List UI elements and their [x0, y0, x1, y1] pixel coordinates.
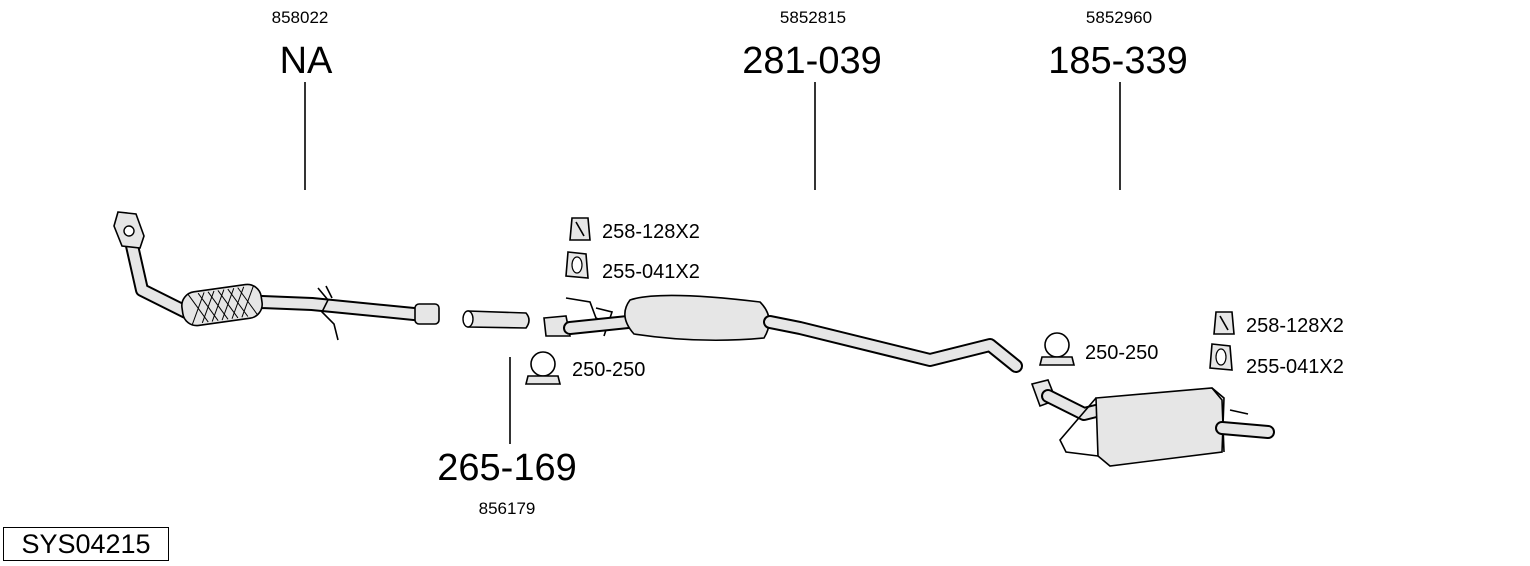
rubber-hanger-icon [1213, 311, 1235, 335]
accessory-label: 258-128X2 [602, 221, 700, 243]
accessory-label: 250-250 [572, 359, 646, 381]
accessory-label: 255-041X2 [602, 261, 700, 283]
connecting-pipe-part [462, 310, 530, 329]
middle-muffler-part [543, 294, 1023, 373]
part-ref-label: 5852960 [1085, 8, 1153, 27]
front-pipe-part [113, 211, 440, 341]
part-ref-label: 5852815 [779, 8, 847, 27]
accessory-label: 255-041X2 [1246, 356, 1344, 378]
accessory-label: 258-128X2 [1246, 315, 1344, 337]
part-ref-label: 858022 [271, 8, 329, 27]
rubber-hanger-icon [569, 217, 591, 241]
rubber-ring-icon [1209, 343, 1233, 371]
part-code-label: 265-169 [437, 447, 577, 489]
part-ref-label: 856179 [478, 499, 536, 518]
part-code-label: 281-039 [742, 40, 882, 82]
part-code-label: 185-339 [1048, 40, 1188, 82]
rear-muffler-part [1030, 379, 1275, 467]
clamp-icon [1038, 332, 1076, 366]
rubber-ring-icon [565, 251, 589, 279]
accessory-label: 250-250 [1085, 342, 1159, 364]
clamp-icon [524, 351, 562, 385]
part-code-label: NA [279, 40, 333, 82]
system-code-box: SYS04215 [3, 527, 169, 561]
